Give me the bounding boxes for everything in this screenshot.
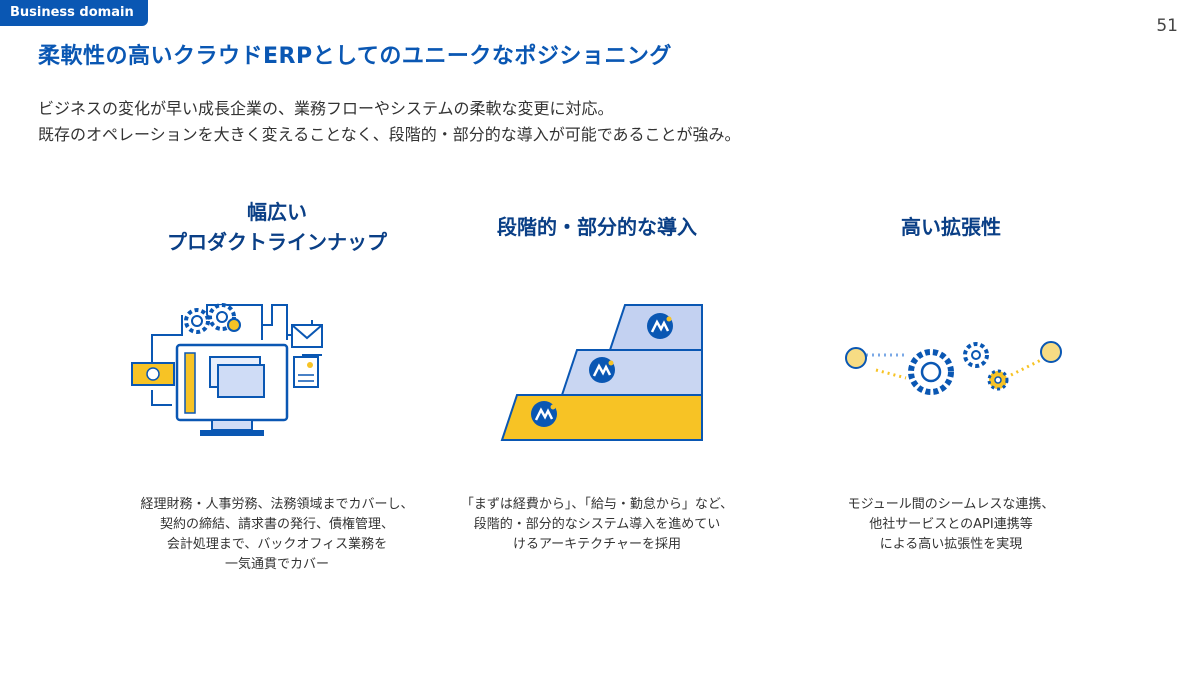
lead-line-2: 既存のオペレーションを大きく変えることなく、段階的・部分的な導入が可能であること…: [38, 125, 741, 144]
page-number: 51: [1156, 16, 1178, 36]
product-logo-icon: [589, 357, 615, 383]
column-title-line: 高い拡張性: [901, 215, 1001, 239]
gear-icon: [227, 318, 241, 332]
column-title: 高い拡張性: [786, 195, 1116, 259]
product-logo-icon: [531, 401, 557, 427]
description-line: 会計処理まで、バックオフィス業務を: [166, 537, 388, 552]
description-line: 他社サービスとのAPI連携等: [869, 517, 1033, 532]
node-icon: [1040, 341, 1062, 363]
stairs-icon: [500, 304, 703, 441]
description-line: けるアーキテクチャーを採用: [512, 537, 682, 552]
column-title: 段階的・部分的な導入: [432, 195, 762, 259]
page-title: 柔軟性の高いクラウドERPとしてのユニークなポジショニング: [38, 44, 672, 69]
column-product-lineup: 幅広い プロダクトラインナップ: [112, 195, 442, 572]
lead-text: ビジネスの変化が早い成長企業の、業務フローやシステムの柔軟な変更に対応。 既存の…: [38, 96, 741, 148]
column-title: 幅広い プロダクトラインナップ: [112, 195, 442, 259]
monitor-network-icon: [131, 303, 323, 436]
product-lineup-illustration: [112, 295, 442, 449]
gear-icon: [908, 349, 954, 395]
product-logo-icon: [647, 313, 673, 339]
description-line: による高い拡張性を実現: [879, 537, 1023, 552]
column-title-line: 幅広い: [247, 200, 307, 224]
column-extensibility: 高い拡張性 モジュール間のシームレスな連携、 他社サービスとのAPI連携等: [786, 195, 1116, 552]
document-icon: [293, 356, 319, 388]
column-description: モジュール間のシームレスな連携、 他社サービスとのAPI連携等 による高い拡張性…: [786, 495, 1116, 555]
gear-icon: [184, 308, 210, 334]
extensibility-illustration: [786, 330, 1116, 414]
gear-icon: [987, 369, 1009, 391]
description-line: モジュール間のシームレスな連携、: [847, 497, 1055, 512]
description-line: 一気通貫でカバー: [224, 557, 329, 572]
gear-icon: [963, 342, 989, 368]
column-description: 経理財務・人事労務、法務領域までカバーし、 契約の締結、請求書の発行、債権管理、…: [112, 495, 442, 575]
connected-gears-icon: [845, 341, 1062, 395]
column-title-line: プロダクトラインナップ: [167, 230, 387, 254]
stair-steps-illustration: [432, 300, 762, 454]
node-icon: [845, 347, 867, 369]
description-line: 経理財務・人事労務、法務領域までカバーし、: [140, 497, 414, 512]
business-domain-tag: Business domain: [0, 0, 148, 26]
column-description: 「まずは経費から」、「給与・勤怠から」など、 段階的・部分的なシステム導入を進め…: [432, 495, 762, 555]
column-phased-adoption: 段階的・部分的な導入: [432, 195, 762, 552]
description-line: 契約の締結、請求書の発行、債権管理、: [159, 517, 394, 532]
lead-line-1: ビジネスの変化が早い成長企業の、業務フローやシステムの柔軟な変更に対応。: [38, 99, 614, 118]
description-line: 「まずは経費から」、「給与・勤怠から」など、: [460, 497, 734, 512]
description-line: 段階的・部分的なシステム導入を進めてい: [473, 517, 721, 532]
column-title-line: 段階的・部分的な導入: [497, 215, 697, 239]
